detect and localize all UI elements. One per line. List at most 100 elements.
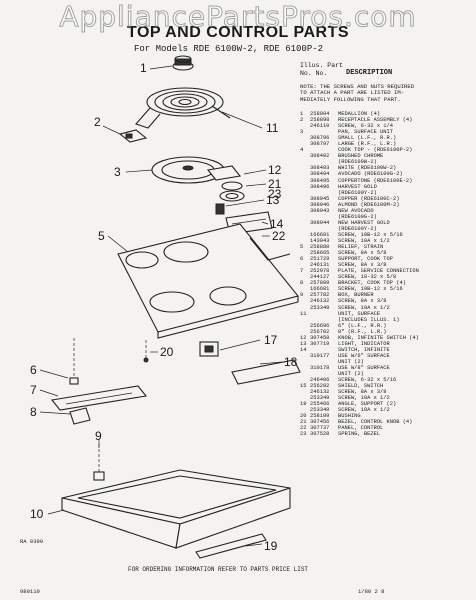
- illus-number: 5: [300, 244, 304, 251]
- part-description: (RDE6100W-2): [338, 159, 377, 166]
- part-number: 256282: [310, 383, 330, 390]
- callout-5: 5: [98, 229, 105, 243]
- callout-19: 19: [264, 539, 278, 553]
- part-description: SCREW, 8A x 3/8: [338, 262, 387, 269]
- page-title: TOP AND CONTROL PARTS: [126, 24, 350, 41]
- illus-number: 7: [300, 268, 304, 275]
- part-description: 6" (L.F., R.R.): [338, 322, 387, 329]
- part-description: MEDALLION (4): [338, 111, 381, 117]
- parts-list-row: (RDE6100Y-2): [300, 190, 474, 196]
- part-number: 166681: [310, 286, 330, 293]
- parts-list-header: Illus. Part No. No. DESCRIPTION: [300, 62, 472, 77]
- part-number: 244127: [310, 274, 330, 281]
- header-illus-part: Illus. Part: [300, 62, 343, 69]
- illus-number: 4: [300, 147, 304, 154]
- part-description: SCREW, 8A x 5/8: [338, 250, 387, 257]
- note-line: MEDIATELY FOLLOWING THAT PART.: [300, 95, 401, 103]
- illus-number: 6: [300, 256, 304, 263]
- part-description: HARVEST GOLD: [338, 183, 377, 190]
- part-description: USE W/8" SURFACE: [338, 364, 390, 371]
- part-description: AVOCADO (RDE6100G-2): [338, 171, 403, 178]
- parts-list-row: 310177 USE W/6" SURFACE: [300, 353, 474, 359]
- part-description: USE W/6" SURFACE: [338, 352, 390, 359]
- parts-note: NOTE: THE SCREWS AND NUTS REQUIRED TO AT…: [300, 83, 472, 103]
- callout-23: 23: [268, 187, 282, 201]
- part-number: 307737: [310, 425, 330, 432]
- callout-6: 6: [30, 363, 37, 377]
- part-number: 246132: [310, 298, 330, 305]
- part-number: 246132: [310, 389, 330, 396]
- part-description: (RDE6100Y-2): [338, 225, 377, 232]
- header-description: DESCRIPTION: [346, 69, 393, 77]
- part-number: 246110: [310, 123, 330, 130]
- page-subtitle: For Models RDE 6100W-2, RDE 6100P-2: [134, 44, 324, 54]
- part-description: BEZEL, CONTROL KNOB (4): [338, 419, 413, 426]
- part-description: PLATE, SERVICE CONNECTION: [338, 268, 419, 275]
- part-number: 257782: [310, 292, 330, 299]
- parts-list-row: 4 COOK TOP - (RDE6100P-2): [300, 147, 474, 153]
- illus-number: 22: [300, 425, 307, 432]
- part-description: BOX, BURNER: [338, 292, 374, 299]
- parts-list-row: 310178 USE W/8" SURFACE: [300, 365, 474, 371]
- part-number: 251729: [310, 256, 330, 263]
- parts-list-row: UNIT (2): [300, 371, 474, 377]
- part-description: SCREW, 10A x 1/2: [338, 304, 390, 311]
- part-description: PANEL, CONTROL: [338, 425, 384, 432]
- part-number: 308496: [310, 183, 330, 190]
- illus-number: 1: [300, 111, 304, 117]
- callout-12: 12: [268, 163, 282, 177]
- callout-1: 1: [140, 61, 147, 75]
- part-description: BRACKET, COOK TOP (4): [338, 280, 406, 287]
- service-plate-part: [50, 385, 148, 411]
- part-description: UNIT, SURFACE: [338, 310, 381, 317]
- parts-list-row: UNIT (2): [300, 359, 474, 365]
- surface-unit-part: [135, 87, 231, 129]
- part-description: SCREW, 6-32 x 5/16: [338, 377, 397, 384]
- part-description: COPPERTONE (RDE6100E-2): [338, 177, 413, 184]
- part-number: 258904: [310, 111, 330, 117]
- part-description: NEW HARVEST GOLD: [338, 219, 390, 226]
- part-description: SUPPORT, COOK TOP: [338, 256, 393, 263]
- part-description: KNOB, INFINITE SWITCH (4): [338, 334, 419, 341]
- part-number: 310178: [310, 364, 330, 371]
- part-description: COOK TOP - (RDE6100P-2): [338, 147, 413, 154]
- part-number: 166681: [310, 231, 330, 238]
- document-code-right: 1/80 2 8: [358, 588, 385, 595]
- parts-list-row: 246110 SCREW, 6-32 x 1/4: [300, 123, 474, 129]
- part-description: LARGE (R.F., L.R.): [338, 141, 397, 148]
- part-description: SCREW, 10B-12 x 5/16: [338, 231, 403, 238]
- burner-box-clip: [93, 444, 105, 481]
- part-description: SCREW, 6-32 x 1/4: [338, 123, 393, 130]
- ordering-footer: FOR ORDERING INFORMATION REFER TO PARTS …: [128, 566, 309, 573]
- part-description: SHIELD, SWITCH: [338, 383, 384, 390]
- callout-10: 10: [30, 507, 44, 521]
- part-number: 310177: [310, 352, 330, 359]
- part-description: COPPER (RDE6100C-2): [338, 195, 400, 202]
- part-number: 307456: [310, 419, 330, 426]
- part-description: NEW AVOCADO: [338, 207, 374, 214]
- part-number: 308495: [310, 177, 330, 184]
- callout-8: 8: [30, 405, 37, 419]
- part-number: 308493: [310, 165, 330, 172]
- illus-number: 23: [300, 431, 307, 438]
